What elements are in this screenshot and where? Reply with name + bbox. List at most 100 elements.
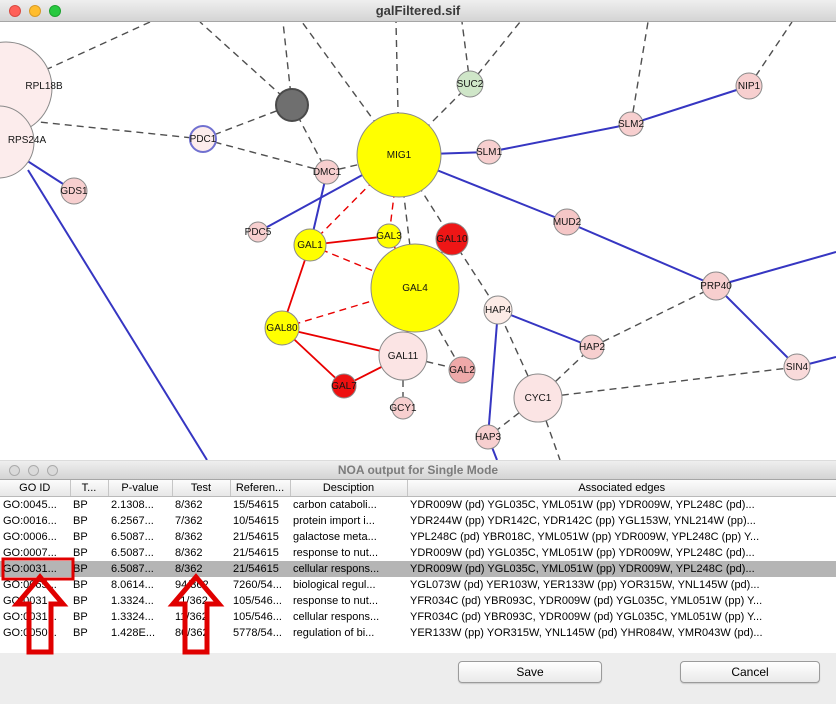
- cell-reference[interactable]: 5778/54...: [233, 627, 282, 639]
- cell-test[interactable]: 7/362: [175, 515, 203, 527]
- cell-go-id[interactable]: GO:0006...: [3, 531, 57, 543]
- node-pdc5[interactable]: [247, 221, 269, 243]
- cell-test[interactable]: 11/362: [175, 595, 208, 607]
- cell-test[interactable]: 8/362: [175, 547, 203, 559]
- node-gal11[interactable]: [378, 331, 428, 381]
- zoom-button[interactable]: [47, 464, 58, 476]
- cell-p-value[interactable]: 1.3324...: [111, 595, 154, 607]
- close-button[interactable]: [9, 4, 21, 17]
- column-header-go-id[interactable]: GO ID: [0, 480, 71, 497]
- cell-reference[interactable]: 10/54615: [233, 515, 279, 527]
- cell-description[interactable]: cellular respons...: [293, 611, 380, 623]
- node-gal4[interactable]: [370, 243, 460, 333]
- cell-go-id[interactable]: GO:0031...: [3, 611, 57, 623]
- cell-description[interactable]: cellular respons...: [293, 563, 380, 575]
- cell-description[interactable]: biological regul...: [293, 579, 376, 591]
- node-slm2[interactable]: [618, 111, 644, 137]
- cell-reference[interactable]: 105/546...: [233, 595, 282, 607]
- column-header-associated-edges[interactable]: Associated edges: [407, 480, 836, 497]
- edge-unnamed-off[interactable]: [199, 22, 293, 106]
- node-hap2[interactable]: [579, 334, 605, 360]
- zoom-button[interactable]: [49, 4, 61, 17]
- node-pdc1[interactable]: [189, 125, 217, 153]
- edge-prp40-off[interactable]: [715, 251, 836, 287]
- cell-p-value[interactable]: 6.5087...: [111, 547, 154, 559]
- cell-p-value[interactable]: 6.2567...: [111, 515, 154, 527]
- cell-type[interactable]: BP: [73, 595, 88, 607]
- edge-slm1-slm2[interactable]: [488, 123, 632, 153]
- cell-associated-edges[interactable]: YER133W (pp) YOR315W, YNL145W (pd) YHR08…: [410, 627, 763, 639]
- node-gal80[interactable]: [264, 310, 300, 346]
- column-header-description[interactable]: Desciption: [290, 480, 408, 497]
- node-gcy1[interactable]: [391, 396, 415, 420]
- cell-test[interactable]: 11/362: [175, 611, 208, 623]
- node-mig1[interactable]: [356, 112, 442, 198]
- edge-gal1-gal4[interactable]: [309, 244, 416, 289]
- cell-description[interactable]: response to nut...: [293, 547, 378, 559]
- column-header-p-value[interactable]: P-value: [108, 480, 173, 497]
- edge-cyc1-off[interactable]: [537, 397, 561, 460]
- cell-description[interactable]: galactose meta...: [293, 531, 377, 543]
- cell-reference[interactable]: 105/546...: [233, 611, 282, 623]
- cell-go-id[interactable]: GO:0016...: [3, 515, 57, 527]
- edge-mig1-off[interactable]: [395, 22, 400, 156]
- edge-pdc1-dmc1[interactable]: [202, 138, 328, 173]
- edge-mud2-prp40[interactable]: [566, 221, 717, 287]
- edge-prp40-sin4[interactable]: [715, 285, 798, 368]
- column-header-test[interactable]: Test: [172, 480, 231, 497]
- cell-go-id[interactable]: GO:0050...: [3, 627, 57, 639]
- cell-associated-edges[interactable]: YDR009W (pd) YGL035C, YML051W (pp) YDR00…: [410, 499, 755, 511]
- node-rps24a[interactable]: [0, 105, 35, 179]
- cell-go-id[interactable]: GO:0007...: [3, 547, 57, 559]
- cell-type[interactable]: BP: [73, 547, 88, 559]
- edge-slm2-nip1[interactable]: [630, 85, 750, 125]
- cell-test[interactable]: 94/362: [175, 579, 209, 591]
- cell-description[interactable]: carbon cataboli...: [293, 499, 377, 511]
- node-unnamed[interactable]: [275, 88, 309, 122]
- edge-pdc1-unnamed[interactable]: [202, 104, 293, 140]
- node-gds1[interactable]: [60, 177, 88, 205]
- cell-p-value[interactable]: 2.1308...: [111, 499, 154, 511]
- cell-associated-edges[interactable]: YPL248C (pd) YBR018C, YML051W (pp) YDR00…: [410, 531, 760, 543]
- cell-p-value[interactable]: 6.5087...: [111, 563, 154, 575]
- cell-associated-edges[interactable]: YDR009W (pd) YGL035C, YML051W (pp) YDR00…: [410, 547, 755, 559]
- cell-reference[interactable]: 15/54615: [233, 499, 279, 511]
- cell-associated-edges[interactable]: YFR034C (pd) YBR093C, YDR009W (pd) YGL03…: [410, 595, 763, 607]
- column-header-reference[interactable]: Referen...: [230, 480, 291, 497]
- close-button[interactable]: [9, 464, 20, 476]
- cell-test[interactable]: 80/362: [175, 627, 209, 639]
- edge-hap2-prp40[interactable]: [591, 285, 717, 348]
- node-prp40[interactable]: [701, 271, 731, 301]
- node-hap3[interactable]: [475, 424, 501, 450]
- cell-go-id[interactable]: GO:0065...: [3, 579, 57, 591]
- cell-go-id[interactable]: GO:0045...: [3, 499, 57, 511]
- node-gal10[interactable]: [435, 222, 469, 256]
- cell-p-value[interactable]: 8.0614...: [111, 579, 154, 591]
- node-gal7[interactable]: [331, 373, 357, 399]
- cell-description[interactable]: response to nut...: [293, 595, 378, 607]
- node-suc2[interactable]: [456, 70, 484, 98]
- cell-reference[interactable]: 21/54615: [233, 531, 279, 543]
- cancel-button[interactable]: Cancel: [680, 661, 820, 683]
- cell-reference[interactable]: 7260/54...: [233, 579, 282, 591]
- cell-test[interactable]: 8/362: [175, 531, 203, 543]
- node-gal1[interactable]: [293, 228, 327, 262]
- cell-type[interactable]: BP: [73, 611, 88, 623]
- cell-associated-edges[interactable]: YFR034C (pd) YBR093C, YDR009W (pd) YGL03…: [410, 611, 763, 623]
- cell-description[interactable]: protein import i...: [293, 515, 375, 527]
- cell-associated-edges[interactable]: YGL073W (pd) YER103W, YER133W (pp) YOR31…: [410, 579, 760, 591]
- minimize-button[interactable]: [29, 4, 41, 17]
- cell-type[interactable]: BP: [73, 499, 88, 511]
- edge-hap4-hap2[interactable]: [497, 309, 593, 348]
- cell-associated-edges[interactable]: YDR244W (pp) YDR142C, YDR142C (pp) YGL15…: [410, 515, 756, 527]
- edge-off-off[interactable]: [27, 169, 208, 460]
- cell-description[interactable]: regulation of bi...: [293, 627, 375, 639]
- node-hap4[interactable]: [483, 295, 513, 325]
- edge-mig1-gal1[interactable]: [309, 154, 400, 246]
